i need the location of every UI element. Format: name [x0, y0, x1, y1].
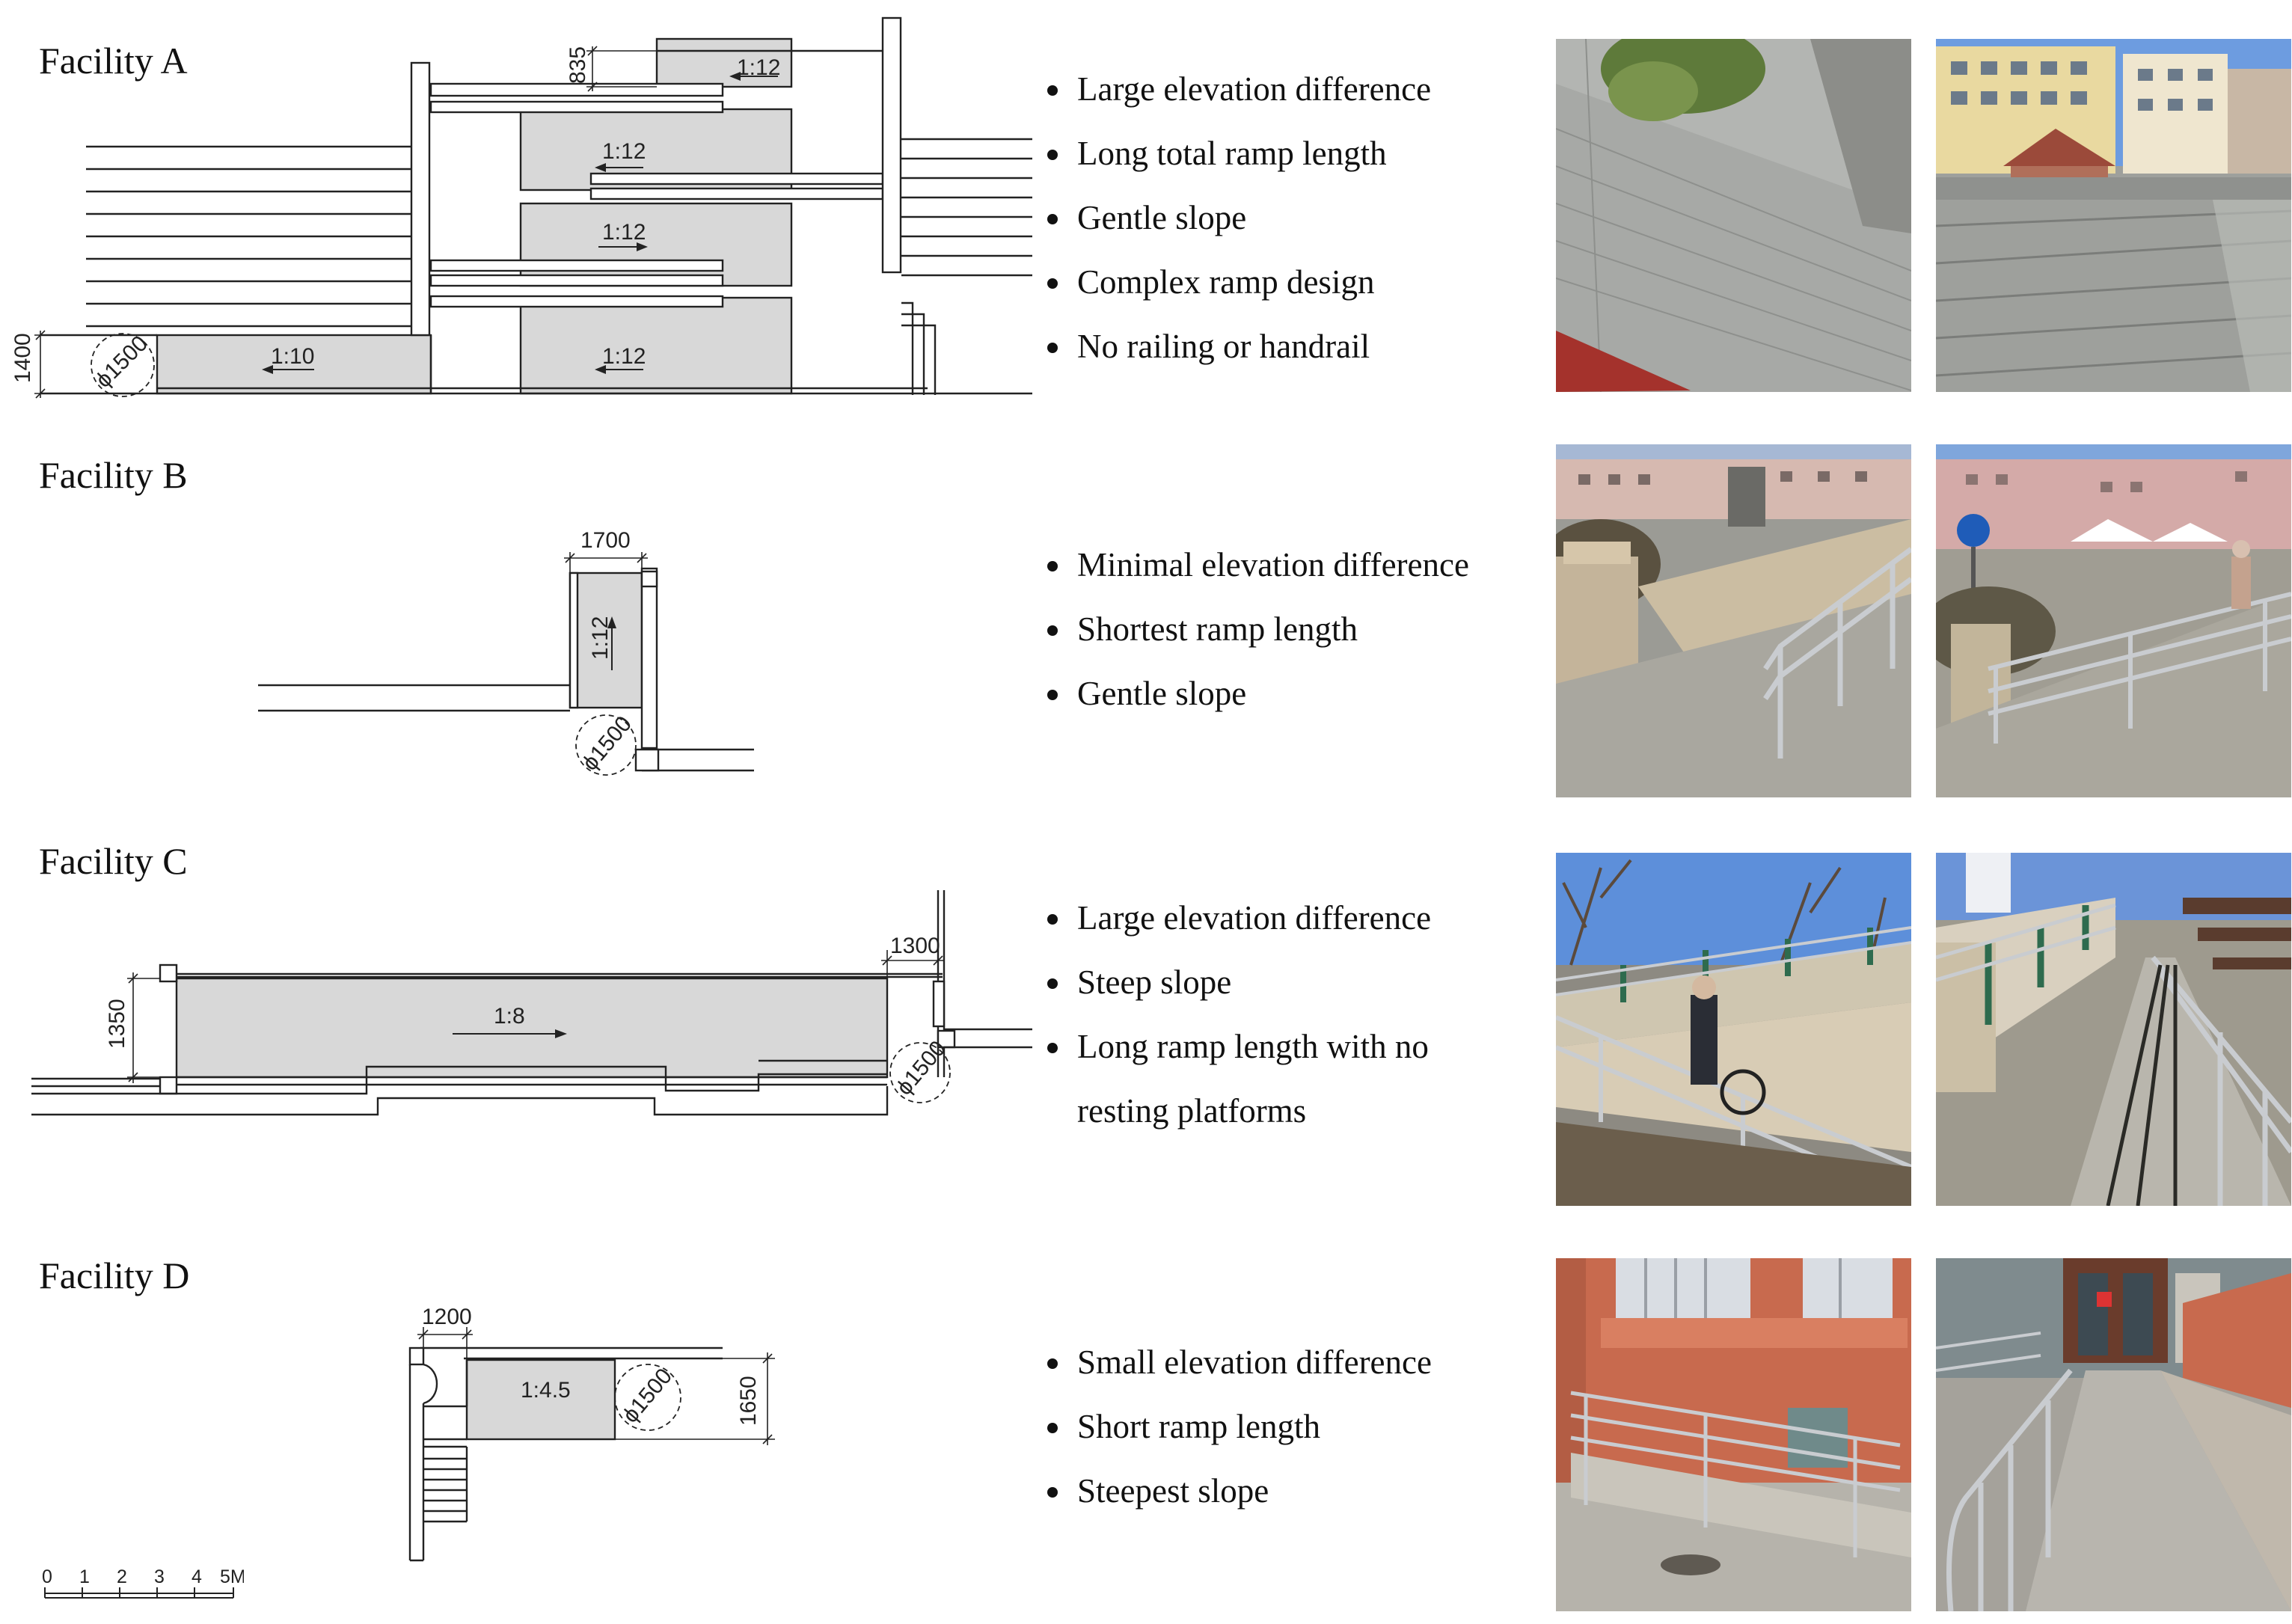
facility-a-bullet: Gentle slope	[1047, 186, 1431, 250]
scale-tick-label: 5M	[220, 1566, 244, 1587]
facility-b-plan: 1700 1:12 ϕ1500	[258, 528, 754, 776]
facility-b-top-dim-label: 1700	[580, 528, 631, 553]
facility-a-ramp-bottom-right	[519, 296, 793, 395]
facility-b-title: Facility B	[39, 454, 188, 496]
facility-d-elevation-dimension: 1650	[615, 1352, 775, 1445]
facility-a-elevation-dim-label: 1400	[10, 333, 35, 383]
facility-a-slope-label-5: 1:12	[602, 344, 646, 369]
facility-c-slope-arrow	[453, 1029, 567, 1038]
facility-c-bullet: Steep slope	[1047, 950, 1431, 1014]
facility-b-bullet: Gentle slope	[1047, 661, 1469, 726]
facility-c-turning-circle-label: ϕ1500	[892, 1036, 951, 1100]
facility-a-turning-circle-label: ϕ1500	[91, 331, 153, 393]
scale-tick-label: 3	[154, 1566, 165, 1587]
facility-a-landing-strips	[429, 82, 884, 308]
cyclist-on-long-ramp-photo	[1556, 853, 1911, 1206]
facility-c-top-dim-label: 1300	[890, 934, 940, 958]
facility-b-bullet: Minimal elevation difference	[1047, 533, 1469, 597]
facility-a-right-stairs	[901, 138, 1032, 395]
facility-d-stairs	[423, 1447, 468, 1523]
facility-c-turning-circle	[889, 1042, 951, 1103]
facility-a-bullet: Complex ramp design	[1047, 250, 1431, 314]
facility-b-slope-arrow	[607, 616, 616, 670]
facility-a-bullet: No railing or handrail	[1047, 314, 1431, 379]
facility-a-ramp-bottom-left	[156, 334, 432, 395]
facility-a-wall-right	[881, 16, 902, 274]
facility-c-slope-label: 1:8	[494, 1004, 525, 1029]
facility-a-slope-label-2: 1:12	[602, 139, 646, 164]
facility-b-bullet: Shortest ramp length	[1047, 597, 1469, 661]
facility-a-bullet: Large elevation difference	[1047, 57, 1431, 121]
ramp-at-orange-building-photo	[1556, 1258, 1911, 1611]
facility-c-elevation-dimension: 1350	[105, 972, 160, 1083]
facility-d-top-dimension: 1200	[417, 1305, 473, 1360]
facility-a-elevation-dimension: 1400	[10, 330, 157, 399]
facility-a-bullets: Large elevation difference Long total ra…	[1047, 57, 1431, 379]
facility-b-slope-label: 1:12	[588, 616, 613, 660]
facility-a-slope-label-4: 1:10	[271, 344, 314, 369]
facility-c-top-dimension: 1300	[881, 934, 944, 978]
facility-a-slope-arrows	[262, 72, 778, 374]
scale-tick-label: 0	[42, 1566, 52, 1587]
facility-d-elevation-dim-label: 1650	[736, 1376, 761, 1426]
facility-a-wall-left	[410, 61, 431, 337]
aerial-view-of-stepped-plaza-photo	[1556, 39, 1911, 392]
facility-c-bullet: Large elevation difference	[1047, 886, 1431, 950]
facility-a-plan: 835 1400 ϕ1500 1:12 1:12 1:12 1:10 1:12	[10, 16, 1032, 399]
facility-b-wall-right	[640, 567, 658, 750]
scale-tick-label: 2	[117, 1566, 127, 1587]
scale-tick-label: 4	[191, 1566, 202, 1587]
ramp-with-steel-handrail-photo	[1556, 444, 1911, 797]
ramp-to-building-door-photo	[1936, 1258, 2291, 1611]
facility-d-turning-circle-label: ϕ1500	[618, 1364, 677, 1427]
facility-b-turning-circle	[575, 714, 637, 776]
facility-a-turning-circle	[91, 333, 155, 397]
facility-d-bullet: Short ramp length	[1047, 1394, 1432, 1459]
facility-d-bullet: Steepest slope	[1047, 1459, 1432, 1523]
facility-c-plan: 1350 1300 1:8 ϕ1500	[31, 890, 1032, 1116]
facility-d-turning-circle	[614, 1364, 681, 1431]
facility-b-bullets: Minimal elevation difference Shortest ra…	[1047, 533, 1469, 726]
facility-a-bullet: Long total ramp length	[1047, 121, 1431, 186]
long-ramp-with-railings-photo	[1936, 853, 2291, 1206]
facility-d-plan: 1200 1650 1:4.5 ϕ1500	[408, 1305, 775, 1562]
facility-d-slope-label: 1:4.5	[521, 1378, 571, 1403]
facility-b-top-dimension: 1700	[564, 528, 648, 573]
facility-a-slope-label-3: 1:12	[602, 220, 646, 245]
facility-d-top-dim-label: 1200	[422, 1305, 472, 1329]
facility-d-bullet: Small elevation difference	[1047, 1330, 1432, 1394]
stepped-plaza-with-buildings-photo	[1936, 39, 2291, 392]
facility-c-bullet-continuation: resting platforms	[1077, 1092, 1307, 1130]
facility-a-top-dimension: 835	[566, 46, 657, 92]
facility-a-ramp-3	[519, 202, 793, 287]
facility-a-top-dim-label: 835	[566, 46, 590, 84]
facility-d-title: Facility D	[39, 1254, 190, 1296]
facility-c-bullets: Large elevation difference Steep slope L…	[1047, 886, 1431, 1143]
facility-c-ramp	[175, 977, 889, 1079]
facility-a-left-stairs	[86, 145, 411, 328]
scale-bar: 0 1 2 3 4 5M	[42, 1566, 244, 1599]
ramp-with-accessibility-sign-photo	[1936, 444, 2291, 797]
facility-c-title: Facility C	[39, 840, 188, 882]
facility-c-elevation-dim-label: 1350	[105, 999, 129, 1049]
facility-d-bullets: Small elevation difference Short ramp le…	[1047, 1330, 1432, 1523]
facility-a-ramp-top	[655, 37, 793, 88]
scale-tick-label: 1	[79, 1566, 90, 1587]
facility-c-bullet: Long ramp length with no	[1047, 1014, 1431, 1079]
facility-a-title: Facility A	[39, 40, 188, 82]
